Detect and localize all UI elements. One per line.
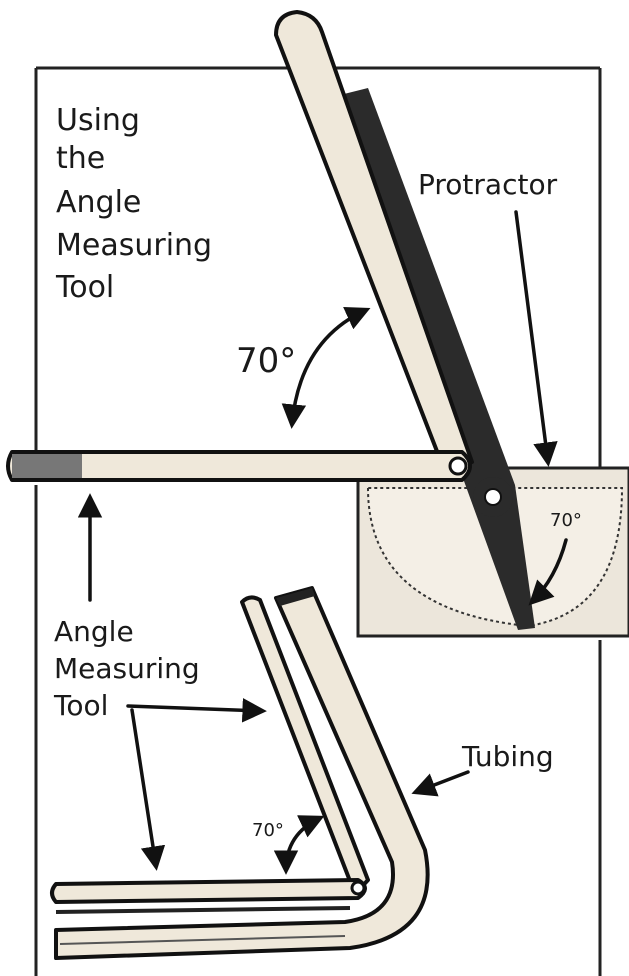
angle-protractor-arrow <box>528 538 568 606</box>
tubing-label: Tubing <box>461 740 554 773</box>
protractor-arrow <box>514 210 558 467</box>
angle-tubing-arrow <box>273 815 325 875</box>
tubing <box>54 586 430 960</box>
title-line: Using <box>56 103 140 138</box>
pivot-bolt <box>473 477 513 517</box>
frame <box>34 66 602 976</box>
angle-main-arc-arrow <box>281 306 371 429</box>
tubing-arrow <box>411 770 470 797</box>
angle-protractor-label: 70° <box>550 510 582 531</box>
title-line: Tool <box>55 270 114 305</box>
title-line: the <box>56 141 105 176</box>
angle-tubing-label: 70° <box>252 820 284 841</box>
tool-label-arrow-down <box>130 708 166 871</box>
title-line: Measuring <box>56 228 212 263</box>
angle-main-label: 70° <box>236 341 296 381</box>
tool-arm-tilted <box>274 10 474 474</box>
title: Using the Angle Measuring Tool <box>55 103 222 305</box>
tool-label-arrow-right <box>126 698 267 723</box>
tool-lower <box>50 595 370 914</box>
protractor-label: Protractor <box>418 168 558 201</box>
tool-label-line: Angle <box>54 615 134 648</box>
tool-arm-horizontal <box>6 450 472 482</box>
title-line: Angle <box>56 185 141 220</box>
tool-label-line: Tool <box>53 689 108 722</box>
tool-label-line: Measuring <box>54 652 200 685</box>
tool-label: Angle Measuring Tool <box>53 615 209 722</box>
